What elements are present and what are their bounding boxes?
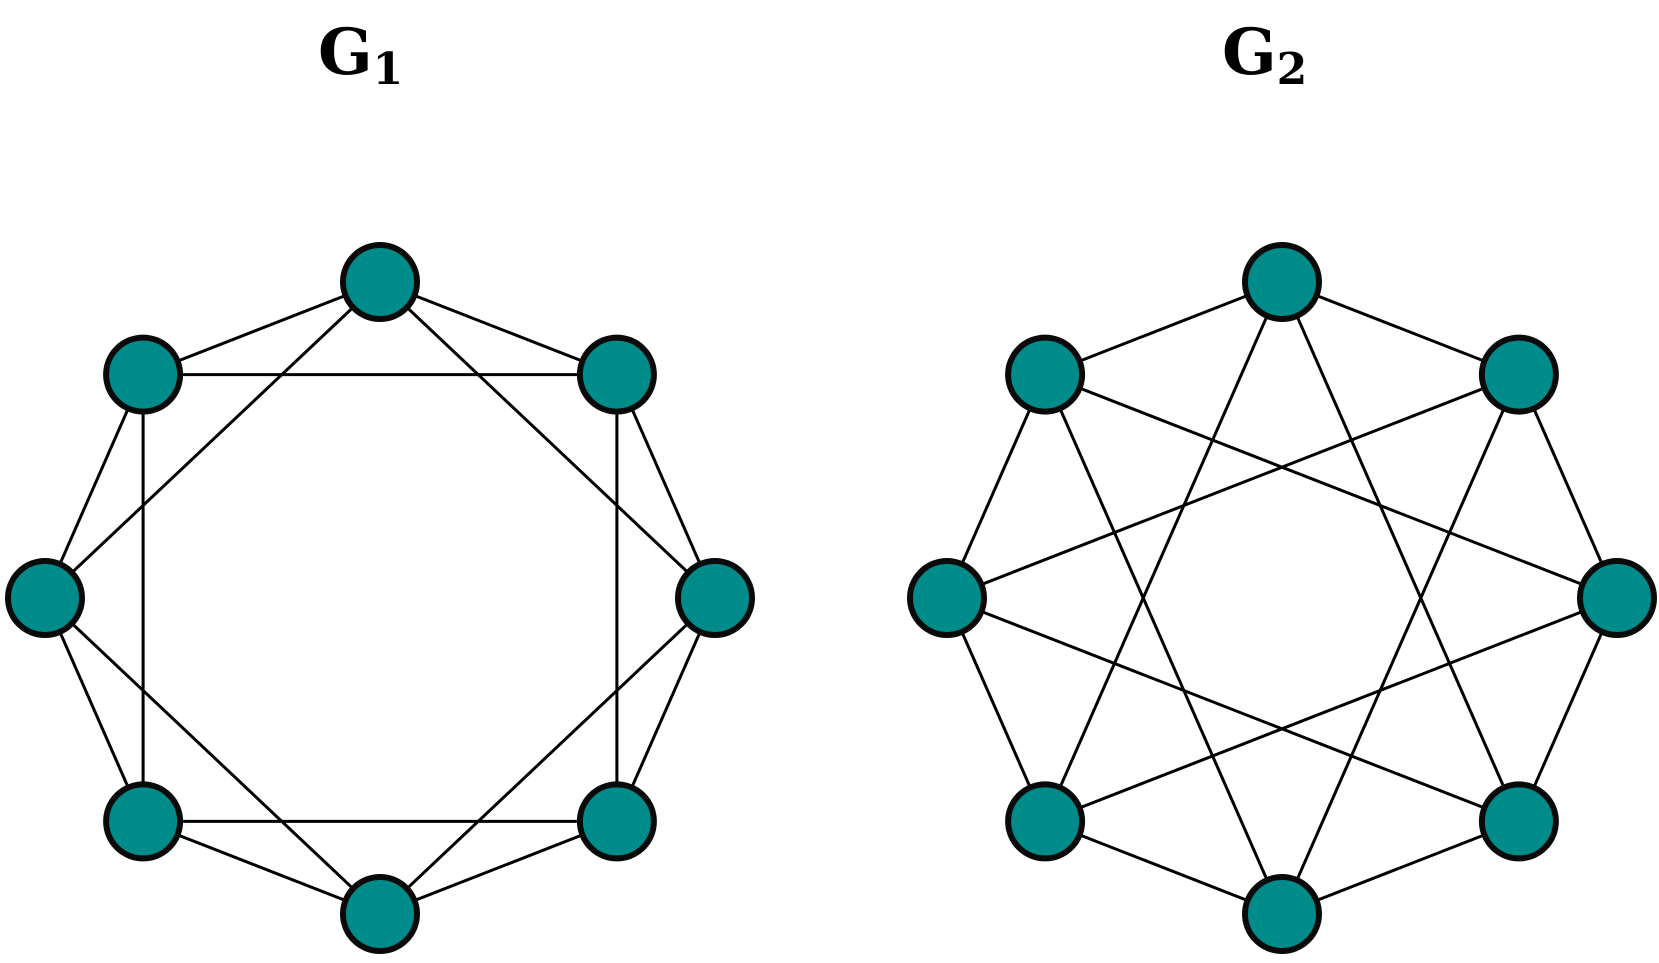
- g2-node-4: [1242, 874, 1322, 954]
- g1-node-5: [103, 781, 184, 862]
- g1-node-0: [340, 242, 420, 322]
- g2-edge-3-4: [1281, 820, 1520, 916]
- g2-edge-1-4: [1280, 373, 1521, 915]
- g1-node-2: [675, 558, 755, 638]
- g1-edge-6-0: [43, 280, 382, 600]
- g2-edge-4-5: [1044, 820, 1283, 916]
- graph-g1-title: G1: [318, 15, 403, 92]
- graph-g2-title-letter: G: [1222, 15, 1277, 90]
- graph-g1-title-subscript: 1: [372, 44, 404, 95]
- g2-edge-7-2: [1044, 373, 1618, 600]
- g2-edge-4-7: [1043, 373, 1284, 915]
- g1-node-3: [576, 781, 657, 862]
- graph-g2-title: G2: [1222, 15, 1307, 92]
- graph-g1-nodes: [5, 242, 755, 954]
- graph-g2-nodes: [907, 242, 1657, 954]
- g1-edge-6-7: [43, 373, 145, 599]
- g2-edge-1-2: [1517, 373, 1619, 599]
- g2-node-7: [1005, 334, 1086, 415]
- g1-edge-0-1: [379, 280, 618, 376]
- g2-edge-0-1: [1281, 280, 1520, 376]
- g2-edge-3-6: [946, 596, 1520, 823]
- g2-edge-6-7: [945, 373, 1047, 599]
- g2-node-5: [1005, 781, 1086, 862]
- g1-node-4: [340, 874, 420, 954]
- g2-node-2: [1577, 558, 1657, 638]
- g1-edge-5-6: [43, 597, 145, 823]
- g1-edge-1-2: [615, 373, 717, 599]
- graph-g2-edges: [945, 280, 1619, 916]
- graph-g2-title-subscript: 2: [1276, 44, 1308, 95]
- g1-node-6: [5, 558, 85, 638]
- g2-node-1: [1478, 334, 1559, 415]
- g1-edge-2-4: [378, 596, 717, 916]
- graph-g1: [5, 242, 755, 954]
- g1-edge-4-5: [142, 820, 381, 916]
- g2-edge-2-5: [1044, 596, 1618, 823]
- g1-edge-2-3: [615, 597, 717, 823]
- g1-edge-4-6: [43, 596, 382, 916]
- g1-edge-3-4: [379, 820, 618, 916]
- g2-edge-5-0: [1043, 281, 1284, 823]
- g2-node-6: [907, 558, 987, 638]
- g1-edge-0-2: [378, 280, 717, 600]
- g2-node-3: [1478, 781, 1559, 862]
- g2-edge-0-3: [1280, 281, 1521, 823]
- g1-edge-7-0: [142, 280, 381, 376]
- g2-edge-2-3: [1517, 597, 1619, 823]
- graph-g1-edges: [43, 280, 717, 916]
- g1-node-7: [103, 334, 184, 415]
- g1-node-1: [576, 334, 657, 415]
- g2-node-0: [1242, 242, 1322, 322]
- graph-g1-title-letter: G: [318, 15, 373, 90]
- graph-g2: [907, 242, 1657, 954]
- g2-edge-5-6: [945, 597, 1047, 823]
- g2-edge-6-1: [946, 373, 1520, 600]
- g2-edge-7-0: [1044, 280, 1283, 376]
